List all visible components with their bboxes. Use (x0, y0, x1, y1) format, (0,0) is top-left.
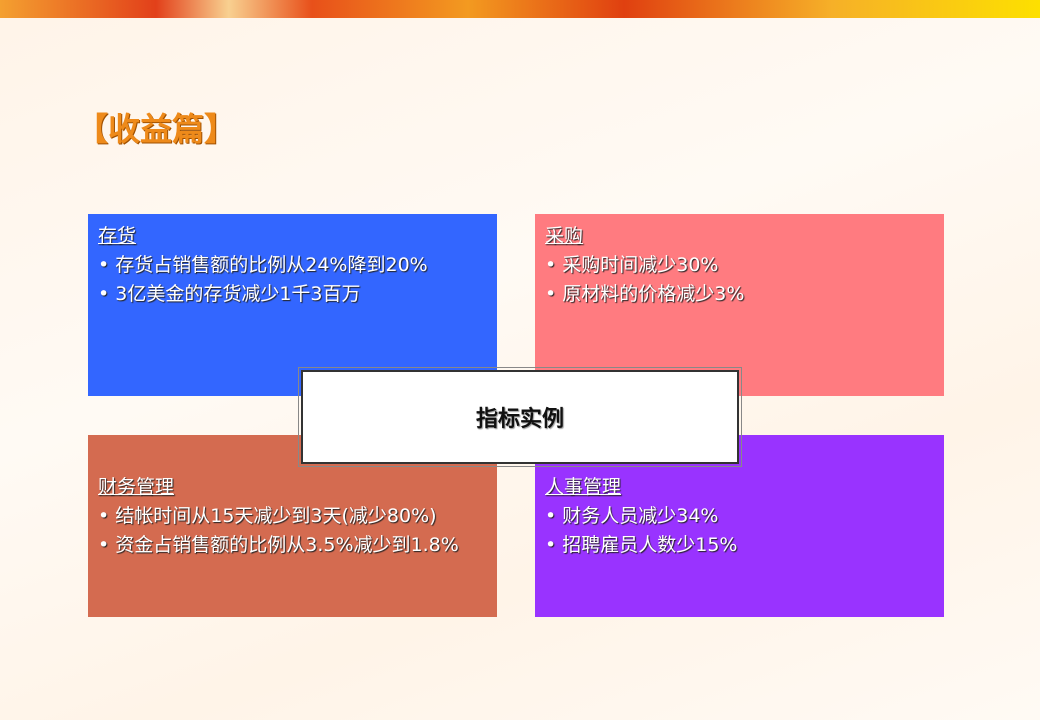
box-heading: 人事管理 (545, 476, 622, 498)
list-item: 招聘雇员人数少15% (545, 531, 934, 560)
header-banner (0, 0, 1040, 18)
procurement-box: 采购 采购时间减少30%原材料的价格减少3% (535, 214, 944, 396)
inventory-box: 存货 存货占销售额的比例从24%降到20%3亿美金的存货减少1千3百万 (88, 214, 497, 396)
page-title: 【收益篇】 (76, 110, 237, 148)
list-item: 采购时间减少30% (545, 251, 934, 280)
list-item: 存货占销售额的比例从24%降到20% (98, 251, 487, 280)
finance-box: 财务管理 结帐时间从15天减少到3天(减少80%)资金占销售额的比例从3.5%减… (88, 435, 497, 617)
list-item: 财务人员减少34% (545, 502, 934, 531)
box-heading: 存货 (98, 225, 137, 247)
center-label: 指标实例 (298, 367, 742, 467)
list-item: 3亿美金的存货减少1千3百万 (98, 280, 487, 309)
list-item: 结帐时间从15天减少到3天(减少80%) (98, 502, 487, 531)
box-heading: 采购 (545, 225, 584, 247)
box-heading: 财务管理 (98, 476, 175, 498)
hr-box: 人事管理 财务人员减少34%招聘雇员人数少15% (535, 435, 944, 617)
list-item: 原材料的价格减少3% (545, 280, 934, 309)
list-item: 资金占销售额的比例从3.5%减少到1.8% (98, 531, 487, 560)
